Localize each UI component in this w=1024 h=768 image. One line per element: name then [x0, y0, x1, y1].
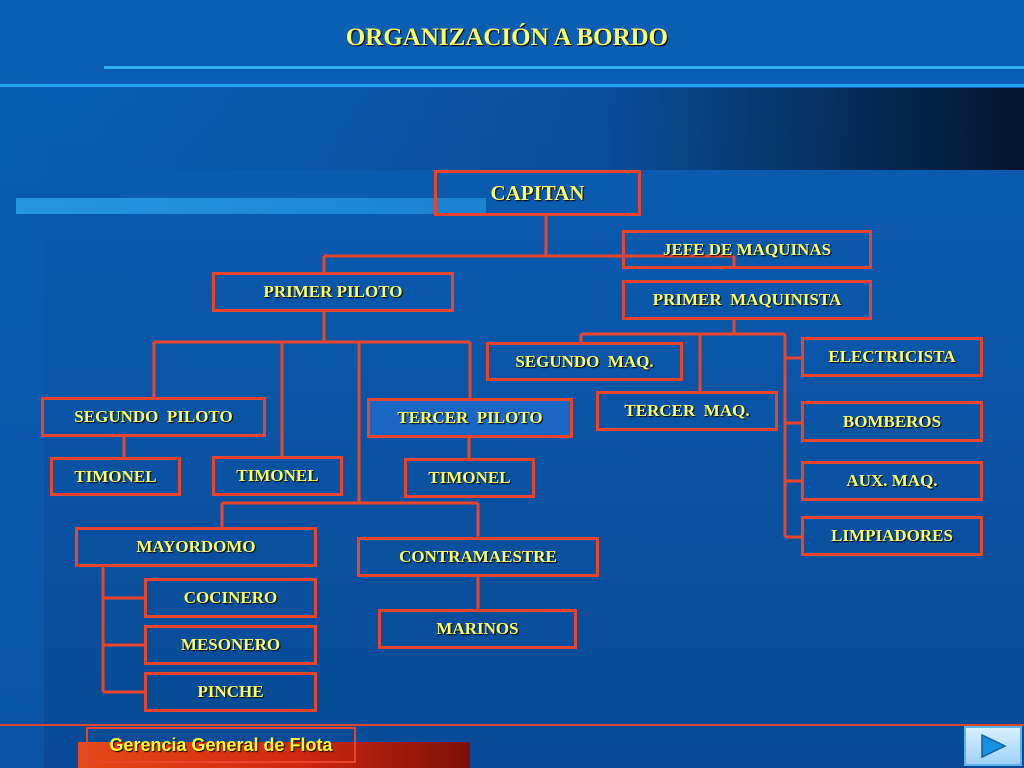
node-primer-maquinista: PRIMER MAQUINISTA — [622, 280, 872, 320]
page-title: ORGANIZACIÓN A BORDO — [345, 24, 669, 51]
node-cocinero: COCINERO — [144, 578, 317, 618]
header-divider — [0, 84, 1024, 87]
connector-primer-piloto — [152, 312, 472, 503]
node-timonel-2: TIMONEL — [212, 456, 343, 496]
connector-lower-branch — [220, 501, 480, 538]
footer-label: Gerencia General de Flota — [86, 727, 356, 763]
node-segundo-piloto: SEGUNDO PILOTO — [41, 397, 266, 437]
node-jefe-maquinas: JEFE DE MAQUINAS — [622, 230, 872, 269]
node-primer-piloto: PRIMER PILOTO — [212, 272, 454, 312]
connector-capitan — [322, 216, 736, 274]
connector-mayordomo — [101, 566, 145, 694]
background-left-panel — [0, 0, 44, 768]
footer-divider — [0, 724, 1024, 726]
next-slide-button[interactable] — [964, 726, 1022, 766]
node-electricista: ELECTRICISTA — [801, 337, 983, 377]
node-contramaestre: CONTRAMAESTRE — [357, 537, 599, 577]
node-timonel-3: TIMONEL — [404, 458, 535, 498]
node-tercer-maq: TERCER MAQ. — [596, 391, 778, 431]
node-marinos: MARINOS — [378, 609, 577, 649]
node-tercer-piloto: TERCER PILOTO — [367, 398, 573, 438]
background-light-band — [16, 198, 486, 214]
node-segundo-maq: SEGUNDO MAQ. — [486, 342, 683, 381]
node-aux-maq: AUX. MAQ. — [801, 461, 983, 501]
connector-primer-maquinista — [579, 320, 802, 539]
node-limpiadores: LIMPIADORES — [801, 516, 983, 556]
play-arrow-icon — [981, 733, 1007, 759]
node-bomberos: BOMBEROS — [801, 401, 983, 442]
background-dark-band — [86, 88, 1024, 170]
footer-gradient-bar — [78, 742, 470, 768]
node-mayordomo: MAYORDOMO — [75, 527, 317, 567]
node-capitan: CAPITAN — [434, 170, 641, 216]
node-timonel-1: TIMONEL — [50, 457, 181, 496]
node-pinche: PINCHE — [144, 672, 317, 712]
node-mesonero: MESONERO — [144, 625, 317, 665]
title-underline — [104, 66, 1024, 69]
